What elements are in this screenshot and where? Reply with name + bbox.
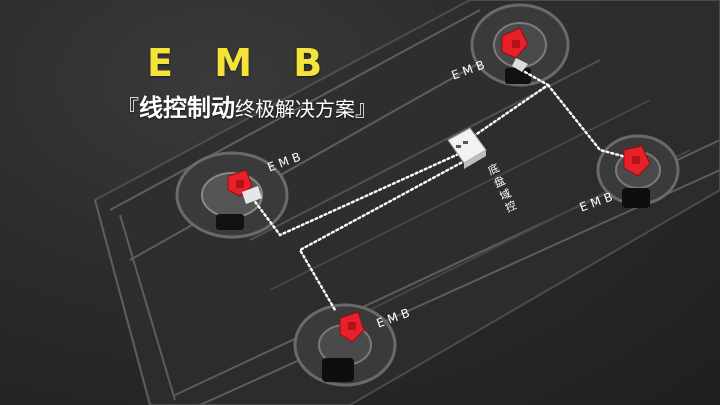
subtitle-open-bracket: 『 xyxy=(117,97,140,122)
emb-caliper-front-left xyxy=(339,311,365,343)
subtitle-close-bracket: 』 xyxy=(355,97,378,122)
emb-caliper-rear-left xyxy=(227,169,262,204)
chassis-domain-controller xyxy=(447,127,487,169)
emb-caliper-front-right xyxy=(623,145,651,177)
subtitle-bold-text: 线控制动 xyxy=(139,94,236,122)
headline-emb: E M B xyxy=(147,41,337,85)
wheel-front-left xyxy=(293,303,397,387)
wiring-harness xyxy=(248,70,632,312)
subtitle-light-text: 终极解决方案 xyxy=(235,97,356,121)
emb-caliper-rear-right xyxy=(501,27,529,72)
headline-subtitle: 『线控制动终极解决方案』 xyxy=(117,96,377,121)
